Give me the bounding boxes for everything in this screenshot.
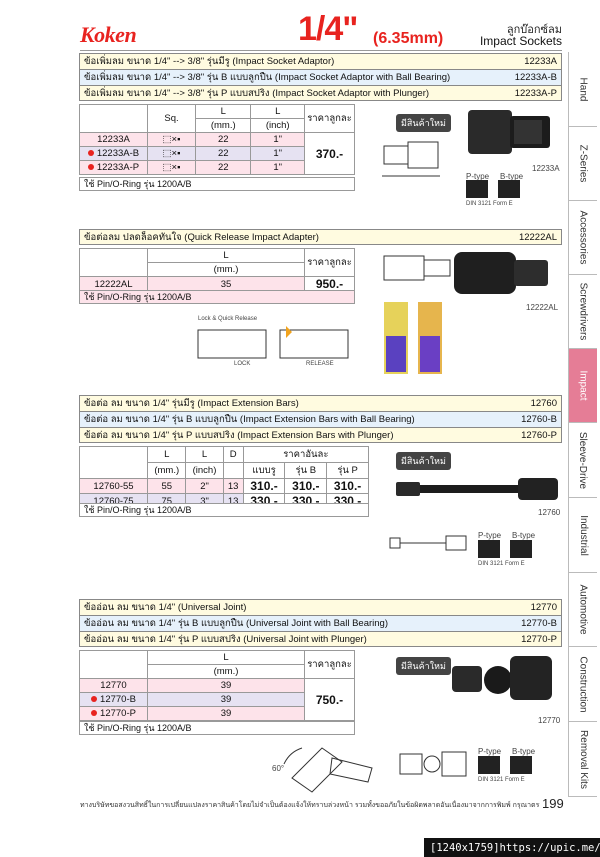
page-number: 199 xyxy=(542,796,564,811)
brand-logo: Koken xyxy=(80,22,137,47)
category-title-th: ลูกบ๊อกซ์ลม xyxy=(506,24,562,36)
size-mm: (6.35mm) xyxy=(373,30,444,47)
section-quick-release: ข้อต่อลม ปลดล็อคทันใจ (Quick Release Imp… xyxy=(79,229,562,245)
product-line: ข้อต่อ ลม ขนาด 1/4" รุ่นมีรู (Impact Ext… xyxy=(79,395,562,411)
tab-hand[interactable]: Hand xyxy=(569,52,597,127)
adaptor-drawing xyxy=(382,141,440,177)
universal-joint-image xyxy=(452,656,552,700)
product-line: ข้อต่อ ลม ขนาด 1/4" รุ่น P แบบสปริง (Imp… xyxy=(79,427,562,443)
joint-drawing xyxy=(399,751,467,777)
tab-impact[interactable]: Impact xyxy=(569,349,597,423)
header-divider xyxy=(80,50,562,51)
product-line: ข้อต่อลม ปลดล็อคทันใจ (Quick Release Imp… xyxy=(79,229,562,245)
tab-automotive[interactable]: Automotive xyxy=(569,573,597,647)
quick-release-drawing xyxy=(383,255,451,281)
tab-accessories[interactable]: Accessories xyxy=(569,201,597,275)
product-line: ข้ออ่อน ลม ขนาด 1/4" (Universal Joint)12… xyxy=(79,599,562,615)
type-icons xyxy=(478,756,532,774)
image-code: 12233A xyxy=(532,164,560,173)
category-title-en: Impact Sockets xyxy=(479,34,562,48)
tab-construction[interactable]: Construction xyxy=(569,647,597,722)
image-watermark: [1240x1759]https://upic.me/ xyxy=(424,838,600,857)
type-icons xyxy=(466,180,520,198)
extension-bar-image xyxy=(396,478,558,500)
new-product-badge: มีสินค้าใหม่ xyxy=(396,114,451,132)
sidebar-tabs: Hand Z-Series Accessories Screwdrivers I… xyxy=(568,52,597,797)
tab-screwdrivers[interactable]: Screwdrivers xyxy=(569,275,597,349)
extension-drawing xyxy=(389,535,467,551)
oring-note: ใช้ Pin/O-Ring รุ่น 1200A/B xyxy=(79,503,369,517)
product-line: ข้อเพิ่มลม ขนาด 1/4" --> 3/8" รุ่น P แบบ… xyxy=(79,85,562,101)
oring-note: ใช้ Pin/O-Ring รุ่น 1200A/B xyxy=(79,177,355,191)
new-product-badge: มีสินค้าใหม่ xyxy=(396,657,451,675)
usage-photo xyxy=(384,302,442,374)
product-line: ข้อต่อ ลม ขนาด 1/4" รุ่น B แบบลูกปืน (Im… xyxy=(79,411,562,427)
new-product-badge: มีสินค้าใหม่ xyxy=(396,452,451,470)
section-socket-adaptor: ข้อเพิ่มลม ขนาด 1/4" --> 3/8" รุ่นมีรู (… xyxy=(79,53,562,101)
section-extension-bars: ข้อต่อ ลม ขนาด 1/4" รุ่นมีรู (Impact Ext… xyxy=(79,395,562,443)
tab-sleeve-drive[interactable]: Sleeve-Drive xyxy=(569,423,597,498)
product-line: ข้อเพิ่มลม ขนาด 1/4" --> 3/8" รุ่น B แบบ… xyxy=(79,69,562,85)
tab-z-series[interactable]: Z-Series xyxy=(569,127,597,201)
image-code: 12770 xyxy=(538,716,561,725)
lock-release-drawing xyxy=(197,326,349,359)
product-line: ข้อเพิ่มลม ขนาด 1/4" --> 3/8" รุ่นมีรู (… xyxy=(79,53,562,69)
image-code: 12760 xyxy=(538,508,561,517)
image-code: 12222AL xyxy=(526,303,559,312)
size-title: 1/4" xyxy=(298,10,358,48)
section-universal-joint: ข้ออ่อน ลม ขนาด 1/4" (Universal Joint)12… xyxy=(79,599,562,647)
quick-release-image xyxy=(454,252,548,294)
joint-angle-drawing xyxy=(283,747,373,793)
tab-removal-kits[interactable]: Removal Kits xyxy=(569,722,597,797)
oring-note: ใช้ Pin/O-Ring รุ่น 1200A/B xyxy=(79,721,355,735)
product-line: ข้ออ่อน ลม ขนาด 1/4" รุ่น B แบบลูกปืน (U… xyxy=(79,615,562,631)
oring-note: ใช้ Pin/O-Ring รุ่น 1200A/B xyxy=(79,290,355,304)
adaptor-image xyxy=(468,110,550,154)
tab-industrial[interactable]: Industrial xyxy=(569,498,597,573)
disclaimer-text: ทางบริษัทขอสงวนสิทธิ์ในการเปลี่ยนแปลงราค… xyxy=(80,802,540,809)
type-icons xyxy=(478,540,532,558)
product-line: ข้ออ่อน ลม ขนาด 1/4" รุ่น P แบบสปริง (Un… xyxy=(79,631,562,647)
